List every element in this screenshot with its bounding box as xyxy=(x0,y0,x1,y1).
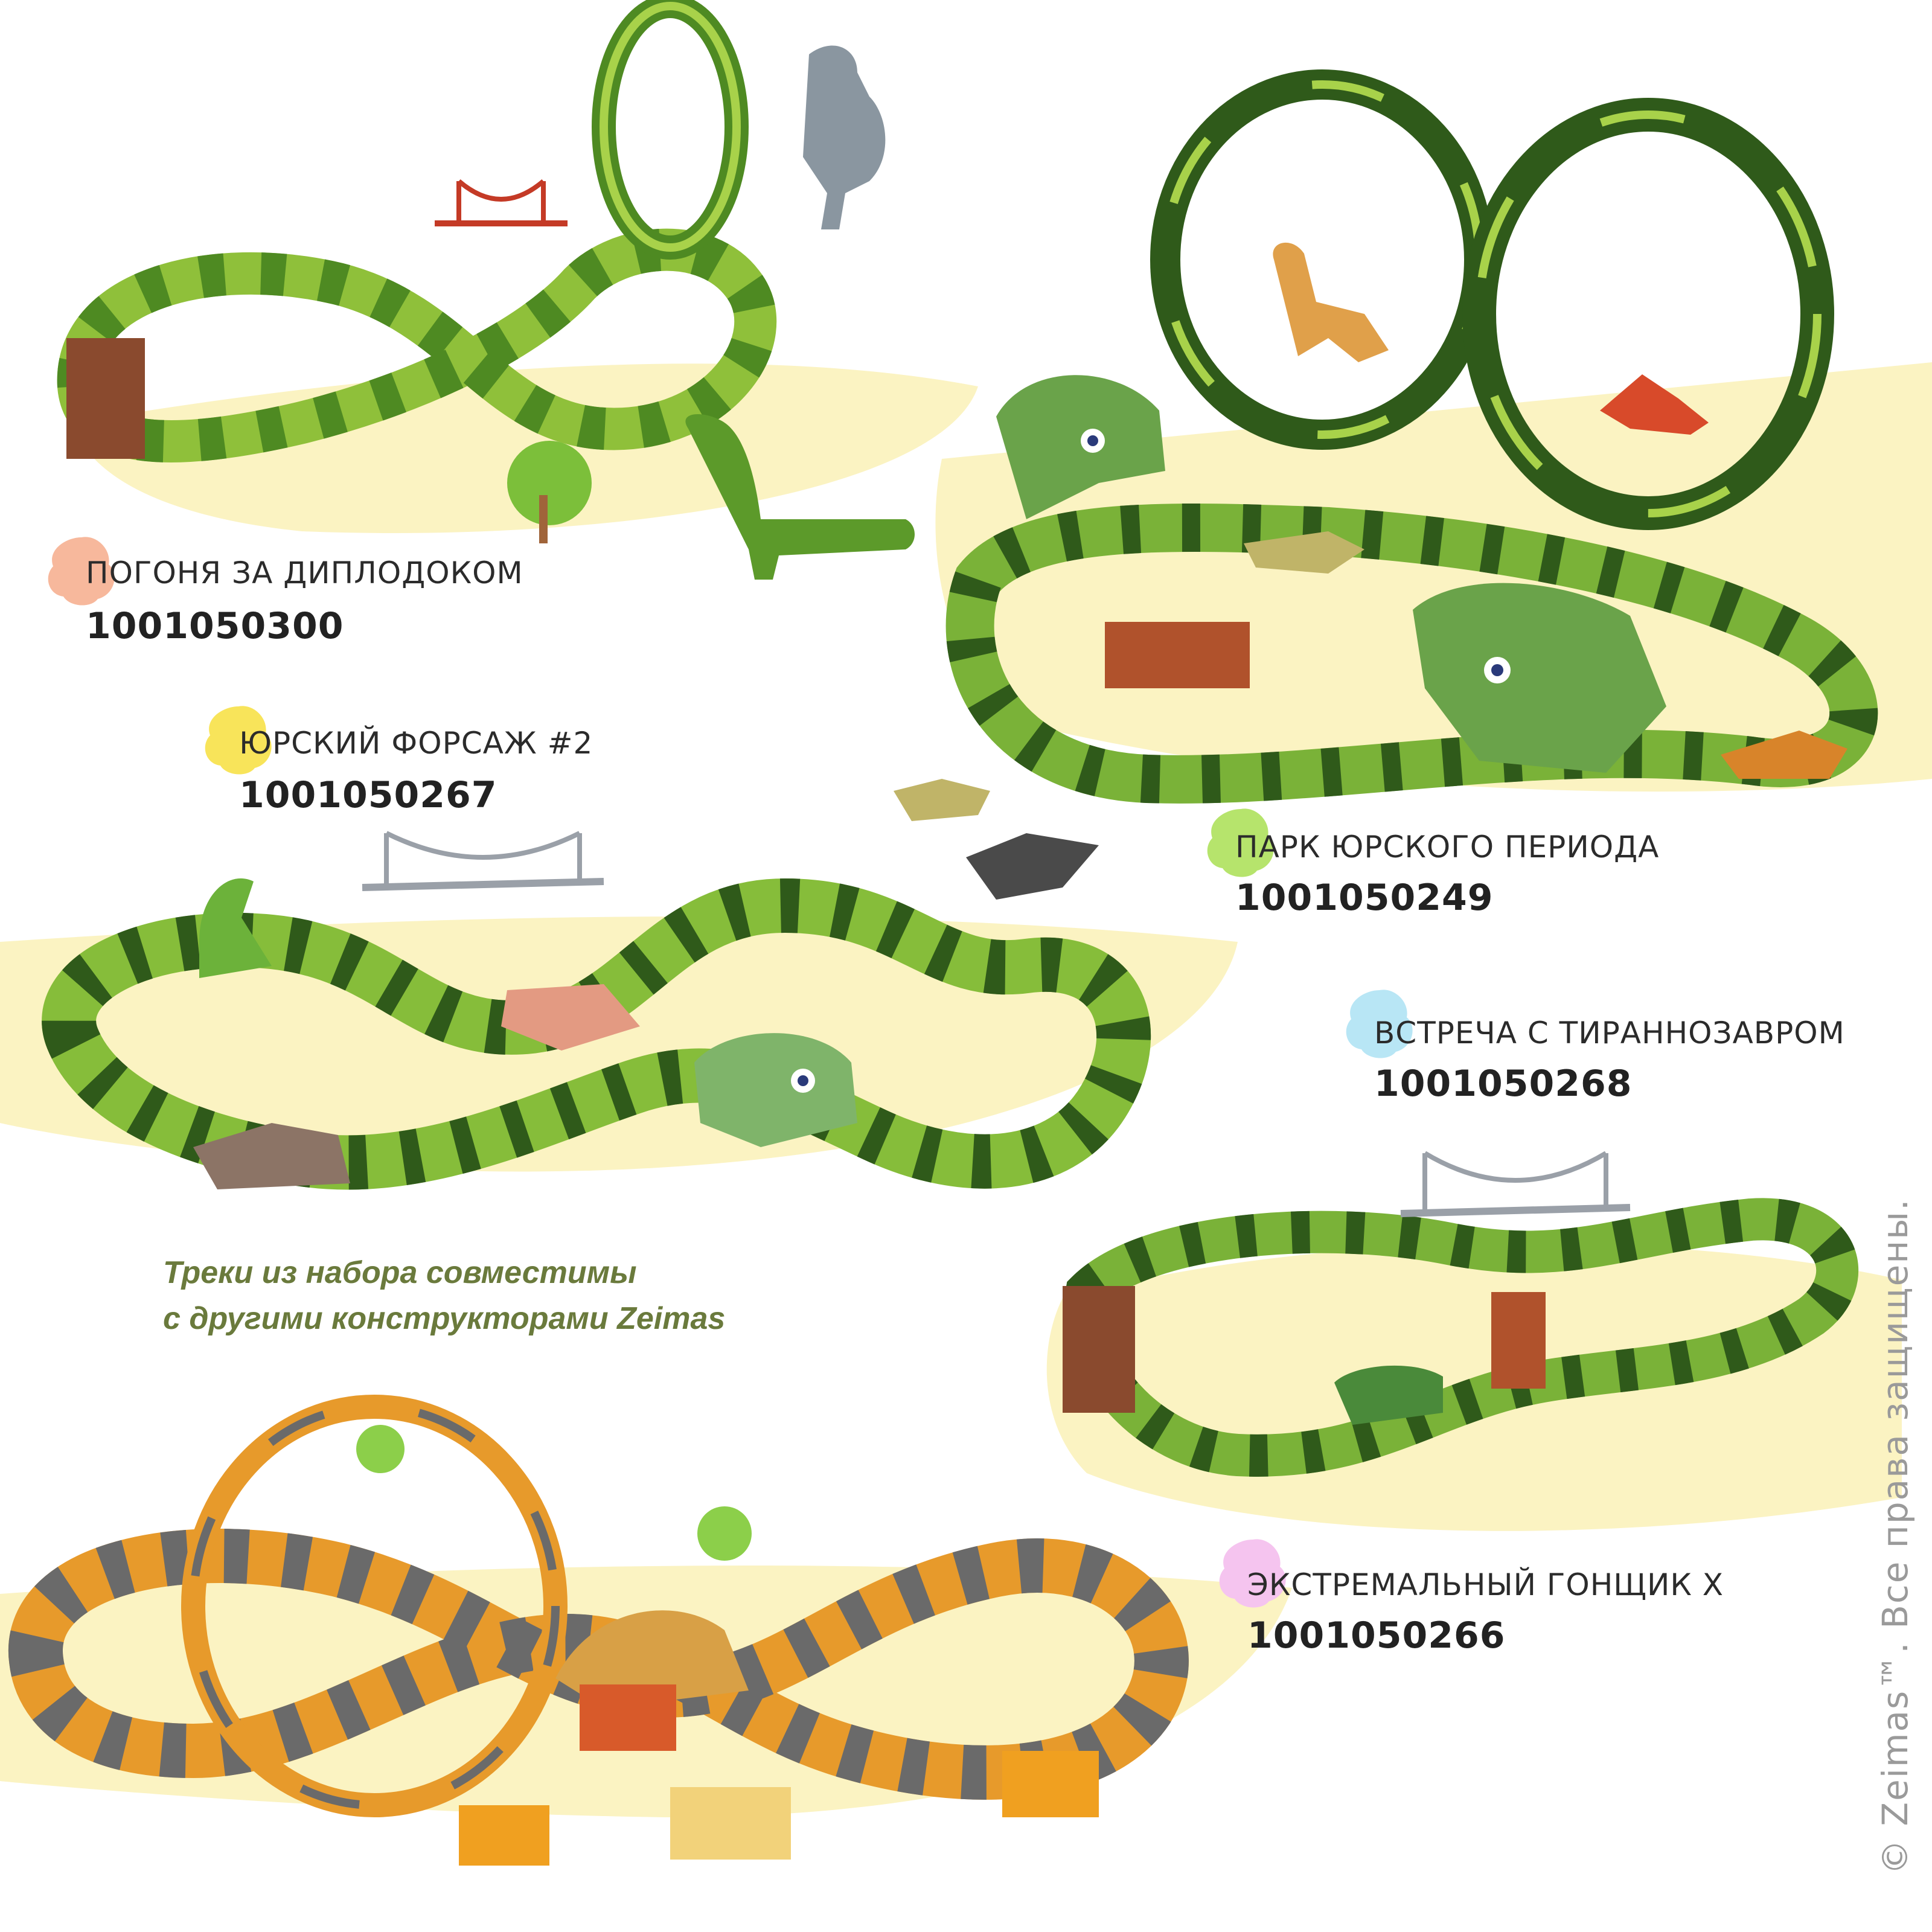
product-name: ВСТРЕЧА С ТИРАННОЗАВРОМ xyxy=(1374,1016,1845,1051)
product-code: 1001050249 xyxy=(1235,877,1494,919)
blob-icon xyxy=(1346,990,1413,1058)
blob-shape xyxy=(1207,808,1274,877)
product-code: 1001050266 xyxy=(1247,1614,1506,1657)
product-code: 1001050267 xyxy=(239,774,497,816)
product-code: 1001050268 xyxy=(1374,1063,1633,1105)
compatibility-note: Треки из набора совместимы с другими кон… xyxy=(163,1250,725,1342)
blob-icon xyxy=(48,537,115,606)
blob-icon xyxy=(1207,808,1274,877)
blob-shape xyxy=(1346,990,1413,1058)
product-5-track xyxy=(8,1395,1189,1866)
blob-shape xyxy=(205,706,272,775)
sand-patch-mid-left xyxy=(0,916,1238,1172)
product-3-track xyxy=(945,69,1878,804)
product-name: ПАРК ЮРСКОГО ПЕРИОДА xyxy=(1235,830,1660,865)
blob-shape xyxy=(48,537,115,606)
product-1-track xyxy=(57,0,915,580)
copyright-notice: © Zeimas™. Все права защищены. xyxy=(1875,1198,1916,1875)
product-2-track xyxy=(42,779,1151,1190)
blob-shape xyxy=(1219,1539,1286,1608)
note-line-2: с другими конструкторами Zeimas xyxy=(163,1301,726,1336)
product-4-track xyxy=(1063,1151,1859,1477)
note-line-1: Треки из набора совместимы xyxy=(163,1255,637,1290)
product-name: ПОГОНЯ ЗА ДИПЛОДОКОМ xyxy=(86,555,523,590)
blob-icon xyxy=(205,706,272,775)
blob-icon xyxy=(1219,1539,1286,1608)
product-name: ЮРСКИЙ ФОРСАЖ #2 xyxy=(239,726,593,761)
product-name: ЭКСТРЕМАЛЬНЫЙ ГОНЩИК X xyxy=(1247,1567,1724,1602)
product-code: 1001050300 xyxy=(86,605,344,647)
